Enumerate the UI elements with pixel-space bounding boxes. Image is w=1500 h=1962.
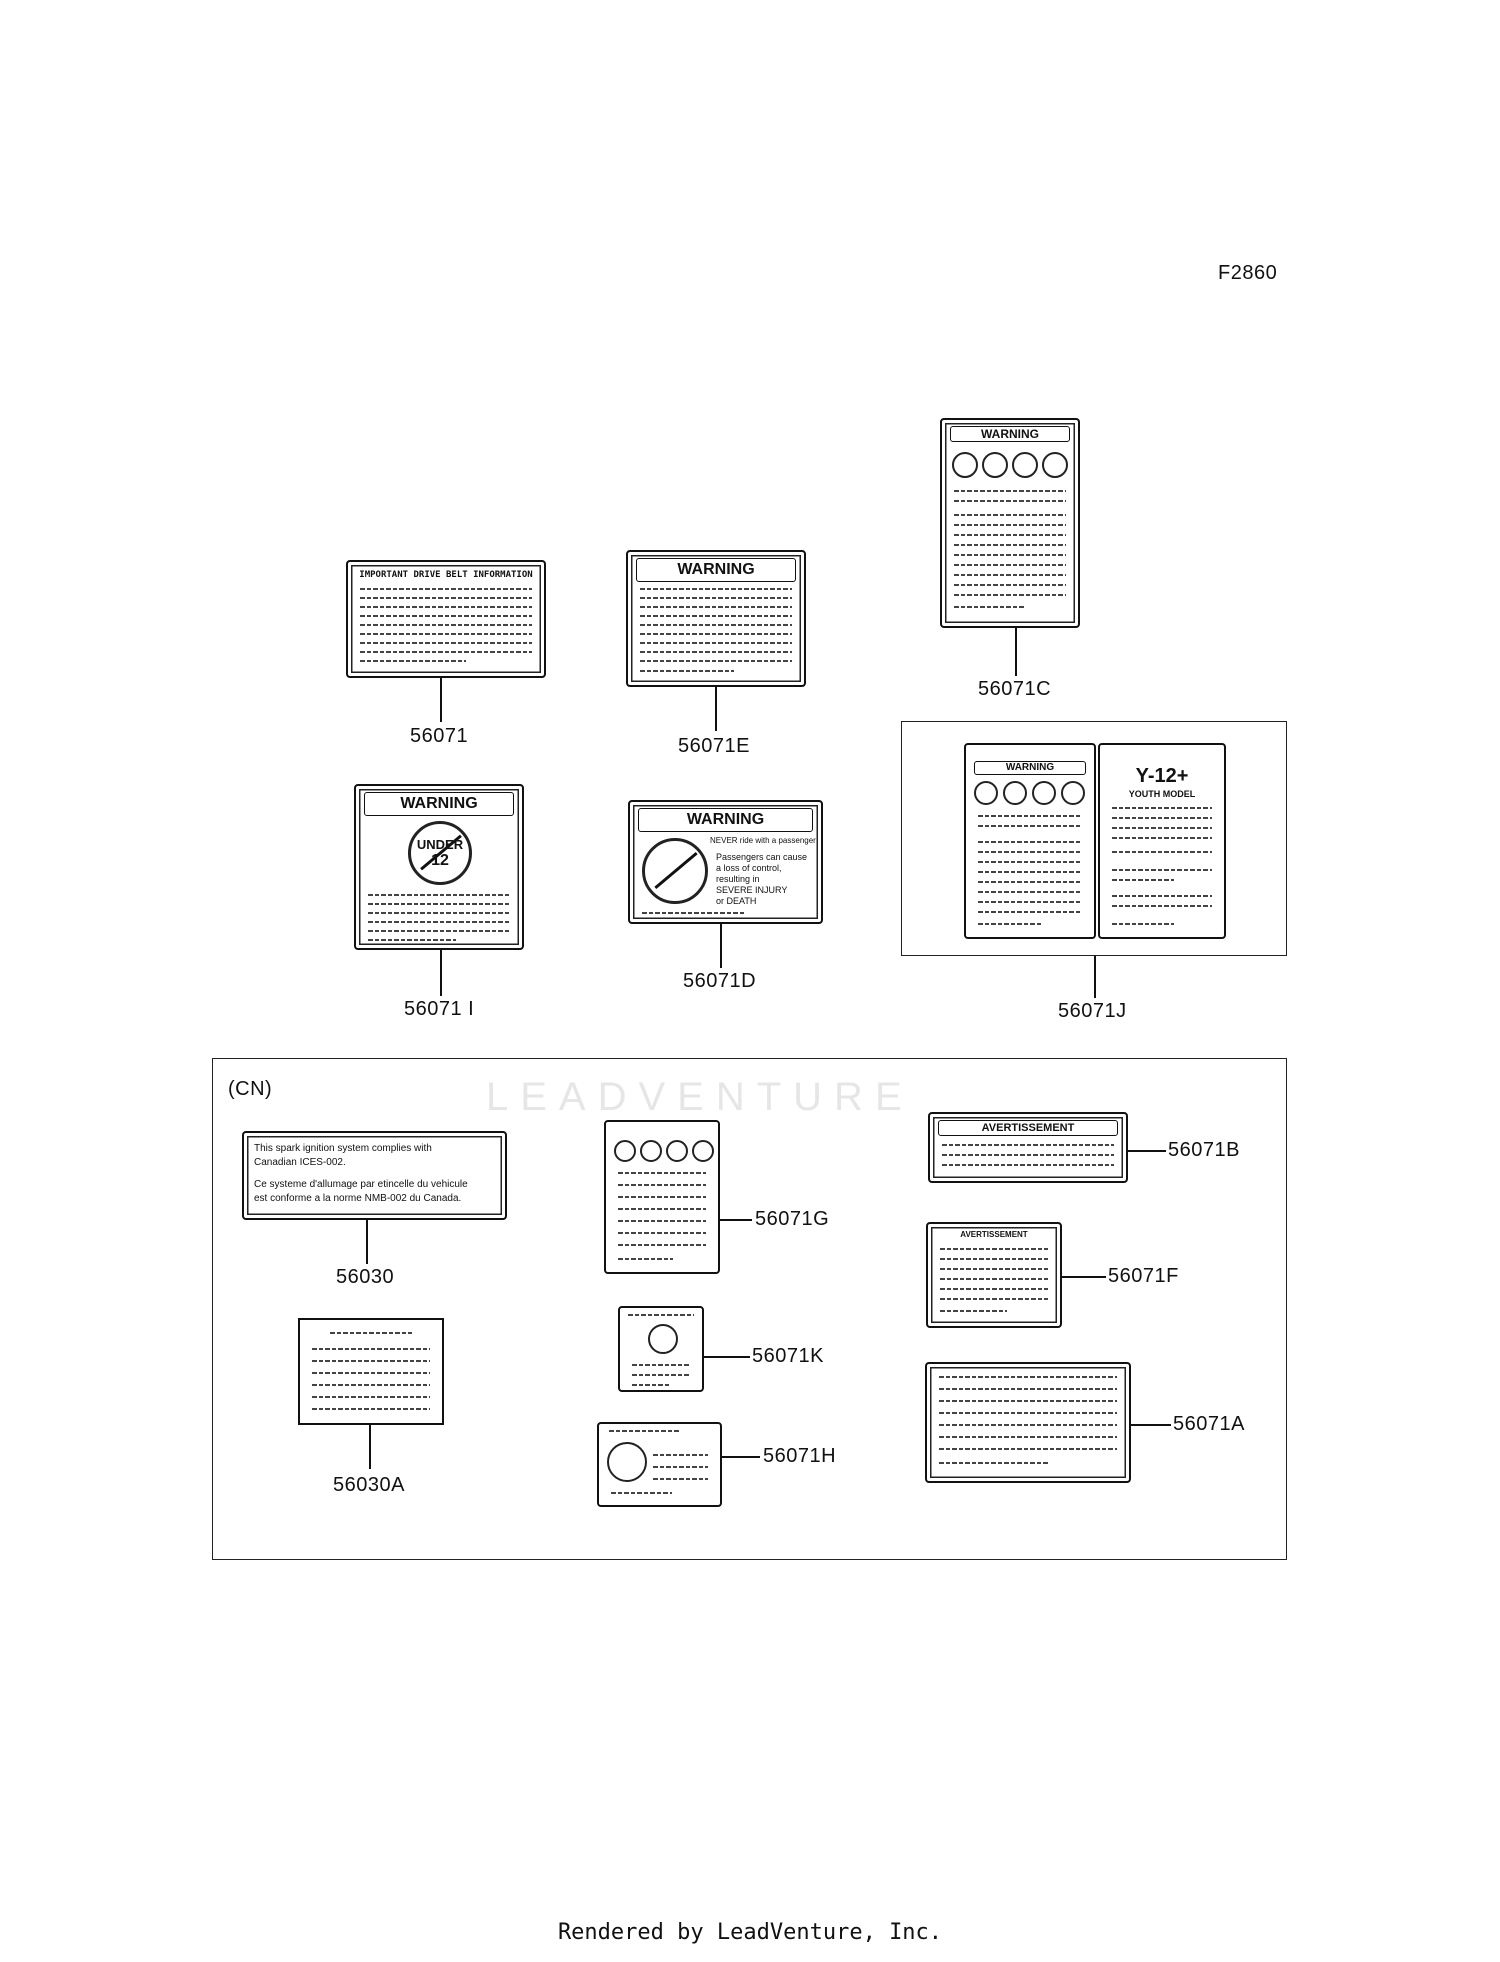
decal-56071E: WARNING bbox=[626, 550, 806, 687]
part-label-56071: 56071 bbox=[410, 725, 469, 747]
warning-header: WARNING bbox=[974, 761, 1086, 775]
decal-56071C: WARNING bbox=[940, 418, 1080, 628]
footer-credit: Rendered by LeadVenture, Inc. bbox=[557, 1920, 943, 1945]
part-label-56071J: 56071J bbox=[1058, 1000, 1127, 1022]
part-label-56030A: 56030A bbox=[333, 1474, 405, 1496]
part-label-56030: 56030 bbox=[336, 1266, 395, 1288]
prohibition-icon bbox=[1061, 781, 1085, 805]
group-frame-56071J bbox=[901, 721, 1287, 956]
decal-56071A bbox=[925, 1362, 1131, 1483]
part-label-56071H: 56071H bbox=[763, 1445, 837, 1467]
warning-header: WARNING bbox=[638, 808, 813, 832]
decal-56071D: WARNING NEVER ride with a passenger Pass… bbox=[628, 800, 823, 924]
warning-header: WARNING bbox=[636, 558, 796, 582]
decal-56071: IMPORTANT DRIVE BELT INFORMATION bbox=[346, 560, 546, 678]
part-label-56071F: 56071F bbox=[1108, 1265, 1179, 1287]
under-12-prohibition-icon: UNDER 12 bbox=[408, 821, 472, 885]
prohibition-icon bbox=[692, 1140, 714, 1162]
decal-56071B: AVERTISSEMENT bbox=[928, 1112, 1128, 1183]
cn-group-frame bbox=[212, 1058, 1287, 1560]
prohibition-icon bbox=[1003, 781, 1027, 805]
decal-56071J-left: WARNING bbox=[964, 743, 1096, 939]
prohibition-icon bbox=[1012, 452, 1038, 478]
part-label-56071B: 56071B bbox=[1168, 1139, 1240, 1161]
no-passenger-icon bbox=[642, 838, 708, 904]
decal-56030A bbox=[298, 1318, 444, 1425]
no-passenger-icon bbox=[607, 1442, 647, 1482]
part-label-56071E: 56071E bbox=[678, 735, 750, 757]
decal-56071I: WARNING UNDER 12 bbox=[354, 784, 524, 950]
decal-56071H bbox=[597, 1422, 722, 1507]
warning-header: WARNING bbox=[364, 792, 514, 816]
prohibition-icon bbox=[648, 1324, 678, 1354]
prohibition-icon bbox=[1042, 452, 1068, 478]
cn-section-label: (CN) bbox=[228, 1078, 273, 1100]
prohibition-icon bbox=[974, 781, 998, 805]
decal-56071K bbox=[618, 1306, 704, 1392]
figure-code: F2860 bbox=[1218, 262, 1278, 284]
warning-header: WARNING bbox=[950, 426, 1070, 442]
part-label-56071A: 56071A bbox=[1173, 1413, 1245, 1435]
prohibition-icon bbox=[666, 1140, 688, 1162]
drive-belt-title: IMPORTANT DRIVE BELT INFORMATION bbox=[359, 570, 533, 580]
decal-56071G bbox=[604, 1120, 720, 1274]
prohibition-icon bbox=[982, 452, 1008, 478]
part-label-56071G: 56071G bbox=[755, 1208, 830, 1230]
part-label-56071K: 56071K bbox=[752, 1345, 824, 1367]
decal-56071J-right: Y-12+ YOUTH MODEL bbox=[1098, 743, 1226, 939]
part-label-56071D: 56071D bbox=[683, 970, 757, 992]
watermark: LEADVENTURE bbox=[486, 1075, 914, 1119]
decal-56071F: AVERTISSEMENT bbox=[926, 1222, 1062, 1328]
part-label-56071I: 56071 I bbox=[404, 998, 475, 1020]
part-label-56071C: 56071C bbox=[978, 678, 1052, 700]
prohibition-icon bbox=[640, 1140, 662, 1162]
prohibition-icon bbox=[952, 452, 978, 478]
prohibition-icon bbox=[614, 1140, 636, 1162]
prohibition-icon bbox=[1032, 781, 1056, 805]
decal-56030: This spark ignition system complies with… bbox=[242, 1131, 507, 1220]
avertissement-header: AVERTISSEMENT bbox=[938, 1120, 1118, 1136]
